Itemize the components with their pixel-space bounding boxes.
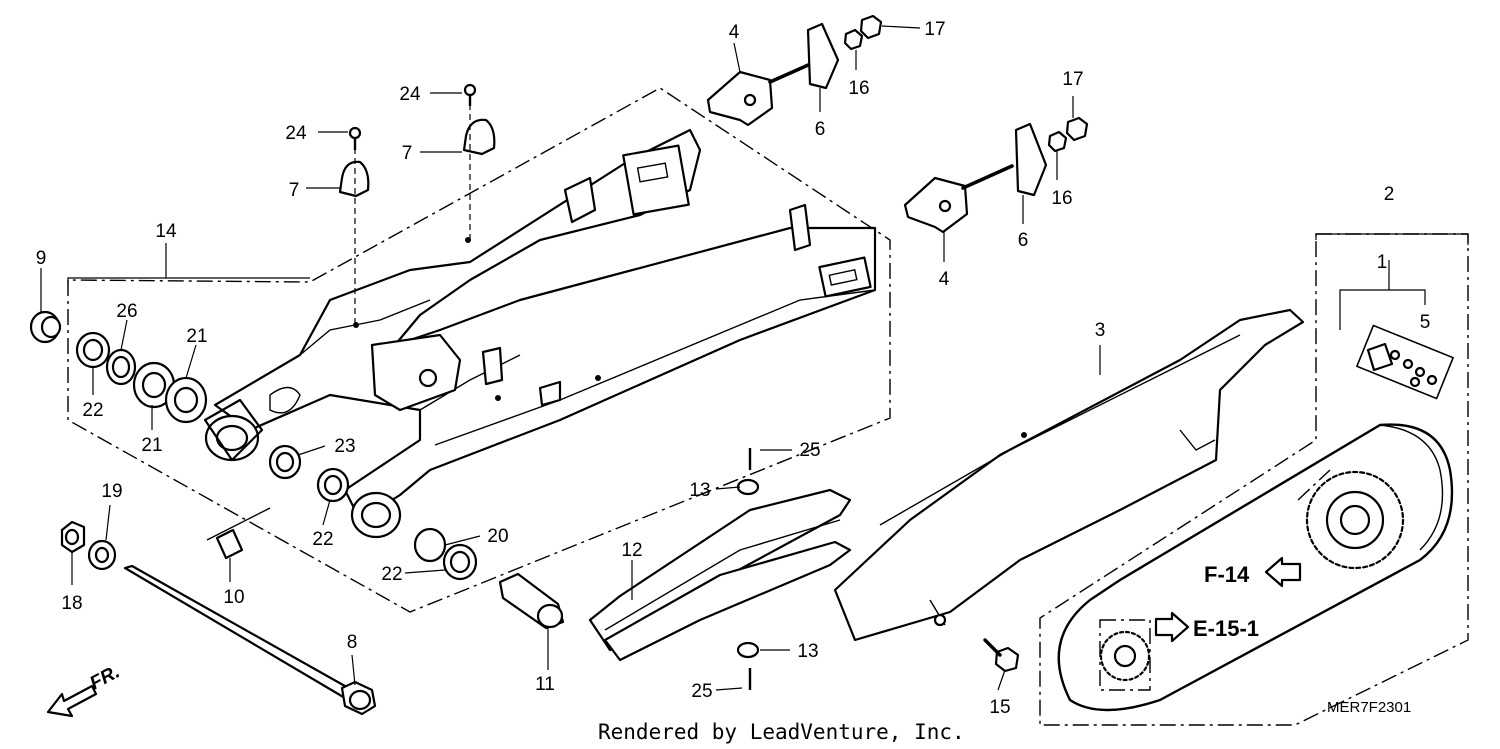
- reference-e151: E-15-1: [1193, 616, 1259, 641]
- callout-23: 23: [334, 436, 355, 457]
- callout-25: 25: [799, 440, 820, 461]
- chain-slider: [498, 448, 852, 690]
- leader-lines: [40, 25, 1390, 691]
- callout-21: 21: [141, 435, 162, 456]
- callout-24: 24: [285, 123, 307, 144]
- chain-adjusters: [706, 14, 1089, 234]
- swingarm-group-outline: [67, 87, 891, 613]
- callout-20: 20: [487, 526, 508, 547]
- callout-17: 17: [924, 19, 945, 40]
- callout-2: 2: [1384, 184, 1395, 205]
- callout-22: 22: [82, 400, 103, 421]
- bracket-14: [67, 277, 310, 285]
- callout-1: 1: [1377, 252, 1388, 273]
- swingarm: [203, 128, 877, 539]
- callout-12: 12: [621, 540, 642, 561]
- chain-case: [833, 308, 1305, 673]
- reference-arrows: [46, 556, 1302, 718]
- f14-arrow-icon: [1264, 556, 1302, 588]
- callout-17: 17: [1062, 69, 1083, 90]
- pivot-bolt-assembly: [60, 520, 377, 716]
- callout-9: 9: [36, 248, 47, 269]
- callout-14: 14: [155, 221, 177, 242]
- callout-10: 10: [223, 587, 244, 608]
- chain-group-outline: [1039, 233, 1469, 726]
- e151-arrow-icon: [1154, 611, 1190, 643]
- callout-3: 3: [1095, 320, 1106, 341]
- callout-19: 19: [101, 481, 122, 502]
- callout-13: 13: [689, 480, 710, 501]
- bracket-1: [1339, 289, 1426, 330]
- callout-7: 7: [289, 180, 300, 201]
- render-credit: Rendered by LeadVenture, Inc.: [598, 720, 965, 744]
- callout-8: 8: [347, 632, 358, 653]
- callout-26: 26: [116, 301, 137, 322]
- callout-4: 4: [729, 22, 740, 43]
- callout-16: 16: [1051, 188, 1072, 209]
- pivot-parts: [29, 310, 478, 581]
- callout-15: 15: [989, 697, 1010, 718]
- callout-7: 7: [402, 143, 413, 164]
- cable-clamps: [338, 83, 496, 325]
- callout-6: 6: [1018, 230, 1029, 251]
- drawing-code: MER7F2301: [1327, 699, 1411, 716]
- callout-numbers: 4 6 16 17 17 16 6 4 2 1 5 3 24 24 7 7 14…: [36, 19, 1431, 718]
- callout-13: 13: [797, 641, 818, 662]
- callout-6: 6: [815, 119, 826, 140]
- front-arrow-icon: [46, 684, 98, 718]
- callout-11: 11: [535, 674, 555, 695]
- callout-24: 24: [399, 84, 421, 105]
- callout-16: 16: [848, 78, 869, 99]
- bracket-2: [1315, 233, 1469, 245]
- callout-21: 21: [186, 326, 207, 347]
- callout-5: 5: [1420, 312, 1431, 333]
- drive-chain: [1057, 324, 1454, 712]
- callout-22: 22: [381, 564, 402, 585]
- callout-25: 25: [691, 681, 712, 702]
- callout-4: 4: [939, 269, 950, 290]
- callout-18: 18: [61, 593, 82, 614]
- reference-f14: F-14: [1204, 562, 1250, 587]
- callout-22: 22: [312, 529, 333, 550]
